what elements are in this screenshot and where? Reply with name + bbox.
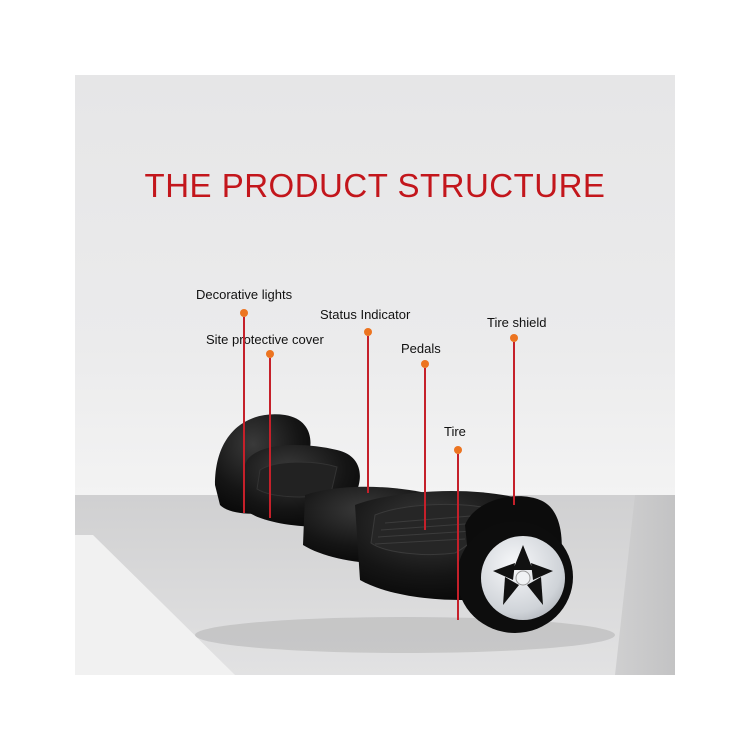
- leader-decorative-lights: [243, 317, 245, 513]
- leader-tire: [457, 454, 459, 620]
- wheel-hub: [515, 570, 531, 586]
- label-status-indicator: Status Indicator: [320, 307, 411, 322]
- label-pedals: Pedals: [401, 341, 441, 356]
- dot-status-indicator: [364, 328, 372, 336]
- leader-status-indicator: [367, 336, 369, 493]
- leader-site-protective-cover: [269, 358, 271, 518]
- board-shadow: [195, 617, 615, 653]
- leader-pedals: [424, 368, 426, 530]
- leader-tire-shield: [513, 342, 515, 505]
- dot-tire-shield: [510, 334, 518, 342]
- label-decorative-lights: Decorative lights: [196, 287, 293, 302]
- dot-site-protective-cover: [266, 350, 274, 358]
- label-site-protective-cover: Site protective cover: [206, 332, 324, 347]
- page-title: THE PRODUCT STRUCTURE: [144, 167, 606, 204]
- rim-spokes: [493, 545, 553, 605]
- label-tire-shield: Tire shield: [487, 315, 547, 330]
- dot-pedals: [421, 360, 429, 368]
- hoverboard-illustration: [195, 414, 615, 653]
- label-tire: Tire: [444, 424, 466, 439]
- product-scene: THE PRODUCT STRUCTURE Decorative lights …: [75, 75, 675, 675]
- floor-left-face: [75, 535, 235, 675]
- dot-decorative-lights: [240, 309, 248, 317]
- floor-right-face: [615, 495, 675, 675]
- dot-tire: [454, 446, 462, 454]
